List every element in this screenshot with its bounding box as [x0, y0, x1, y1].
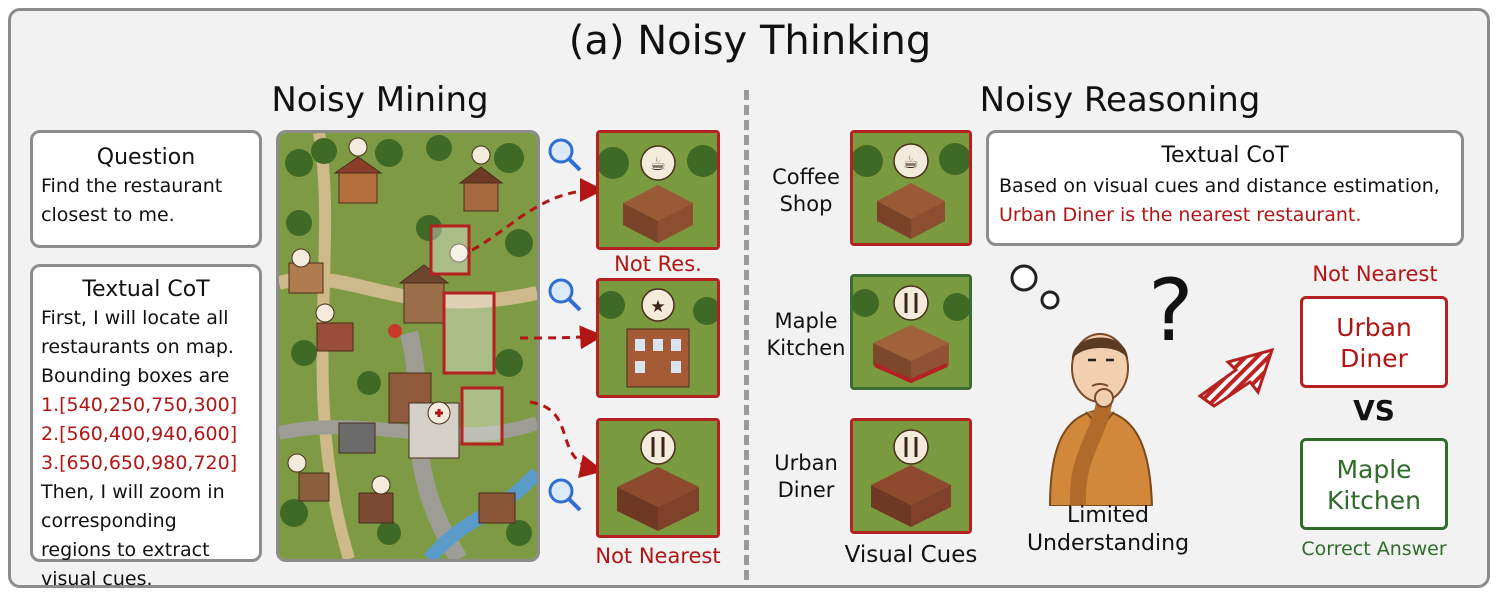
figure-title: (a) Noisy Thinking	[568, 18, 932, 64]
noisy-reasoning-title: Noisy Reasoning	[979, 80, 1261, 120]
noisy-mining-title: Noisy Mining	[271, 80, 489, 120]
mining-cot-intro: First, I will locate all restaurants on …	[41, 307, 234, 387]
cue-thumb-maple	[850, 274, 972, 390]
town-map-image	[276, 130, 540, 562]
section-divider	[744, 90, 749, 580]
person-caption: Limited Understanding	[1026, 503, 1190, 556]
not-nearest-label-left: Not Nearest	[595, 544, 721, 568]
place-label-maple-kitchen: Maple Kitchen	[766, 309, 846, 360]
mining-cot-body: First, I will locate all restaurants on …	[33, 304, 259, 594]
not-nearest-label-right: Not Nearest	[1312, 262, 1438, 286]
reasoning-cot-box: Textual CoT Based on visual cues and dis…	[986, 130, 1464, 246]
zoom-thumb-diner	[596, 418, 720, 538]
reasoning-cot-body: Based on visual cues and distance estima…	[989, 172, 1461, 230]
bbox-2: 2.[560,400,940,600]	[41, 423, 238, 445]
mining-cot-box: Textual CoT First, I will locate all res…	[30, 264, 262, 590]
correct-answer-label: Correct Answer	[1301, 538, 1447, 560]
question-heading: Question	[96, 145, 196, 170]
correct-answer-box: Maple Kitchen	[1300, 438, 1448, 530]
mining-cot-outro: Then, I will zoom in corresponding regio…	[41, 481, 225, 590]
place-label-urban-diner: Urban Diner	[774, 451, 838, 502]
reasoning-cot-highlight: Urban Diner is the nearest restaurant.	[999, 204, 1362, 226]
arrow-icon	[1197, 347, 1275, 408]
svg-text:☕: ☕	[903, 152, 919, 173]
svg-text:☕: ☕	[650, 154, 666, 175]
zoom-arrows	[471, 178, 604, 479]
cue-thumb-coffee: ☕	[850, 130, 972, 246]
cue-thumb-urban	[850, 418, 972, 534]
question-box: Question Find the restaurant closest to …	[30, 130, 262, 248]
wrong-answer-box: Urban Diner	[1300, 296, 1448, 388]
bbox-3: 3.[650,650,980,720]	[41, 452, 238, 474]
magnifier-icon	[548, 138, 582, 172]
mining-cot-heading: Textual CoT	[82, 277, 210, 302]
question-text: Find the restaurant closest to me.	[41, 175, 223, 226]
zoom-thumb-coffee: ☕	[596, 130, 720, 250]
visual-cues-label: Visual Cues	[844, 542, 978, 568]
zoom-thumb-police: ★	[596, 278, 720, 398]
reasoning-cot-heading: Textual CoT	[1161, 143, 1289, 168]
magnifier-icon	[548, 278, 582, 312]
svg-text:★: ★	[650, 297, 665, 317]
reasoning-cot-text: Based on visual cues and distance estima…	[999, 175, 1440, 197]
confused-person-illustration: ?	[1010, 261, 1194, 506]
question-mark-icon: ?	[1148, 261, 1194, 361]
bbox-1: 1.[540,250,750,300]	[41, 394, 238, 416]
not-res-label: Not Res.	[614, 252, 702, 276]
place-label-coffee-shop: Coffee Shop	[772, 165, 840, 216]
vs-label: VS	[1353, 394, 1395, 427]
magnifier-icon	[548, 478, 582, 512]
